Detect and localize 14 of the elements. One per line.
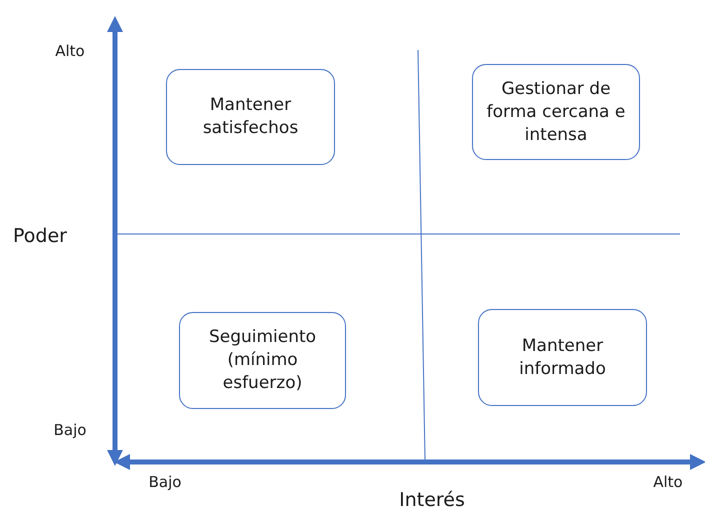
quadrant-label: Gestionar de forma cercana e intensa: [486, 78, 626, 146]
axis-title: Interés: [399, 489, 465, 510]
quadrant-box: [179, 312, 346, 409]
axis-tick-label: Alto: [653, 473, 683, 491]
quadrant-box: [472, 64, 640, 160]
quadrant-box: [478, 309, 647, 406]
quadrant-label: Seguimiento (mínimo esfuerzo): [208, 326, 318, 395]
axis-tick-label: Bajo: [54, 421, 86, 439]
quadrant-label: Mantener satisfechos: [202, 94, 300, 140]
quadrant-box: [166, 69, 335, 165]
axis-tick-label: Bajo: [148, 473, 182, 491]
quadrant-label: Mantener informado: [518, 334, 607, 380]
axis-title: Poder: [13, 225, 67, 247]
axis-tick-label: Alto: [55, 42, 85, 60]
